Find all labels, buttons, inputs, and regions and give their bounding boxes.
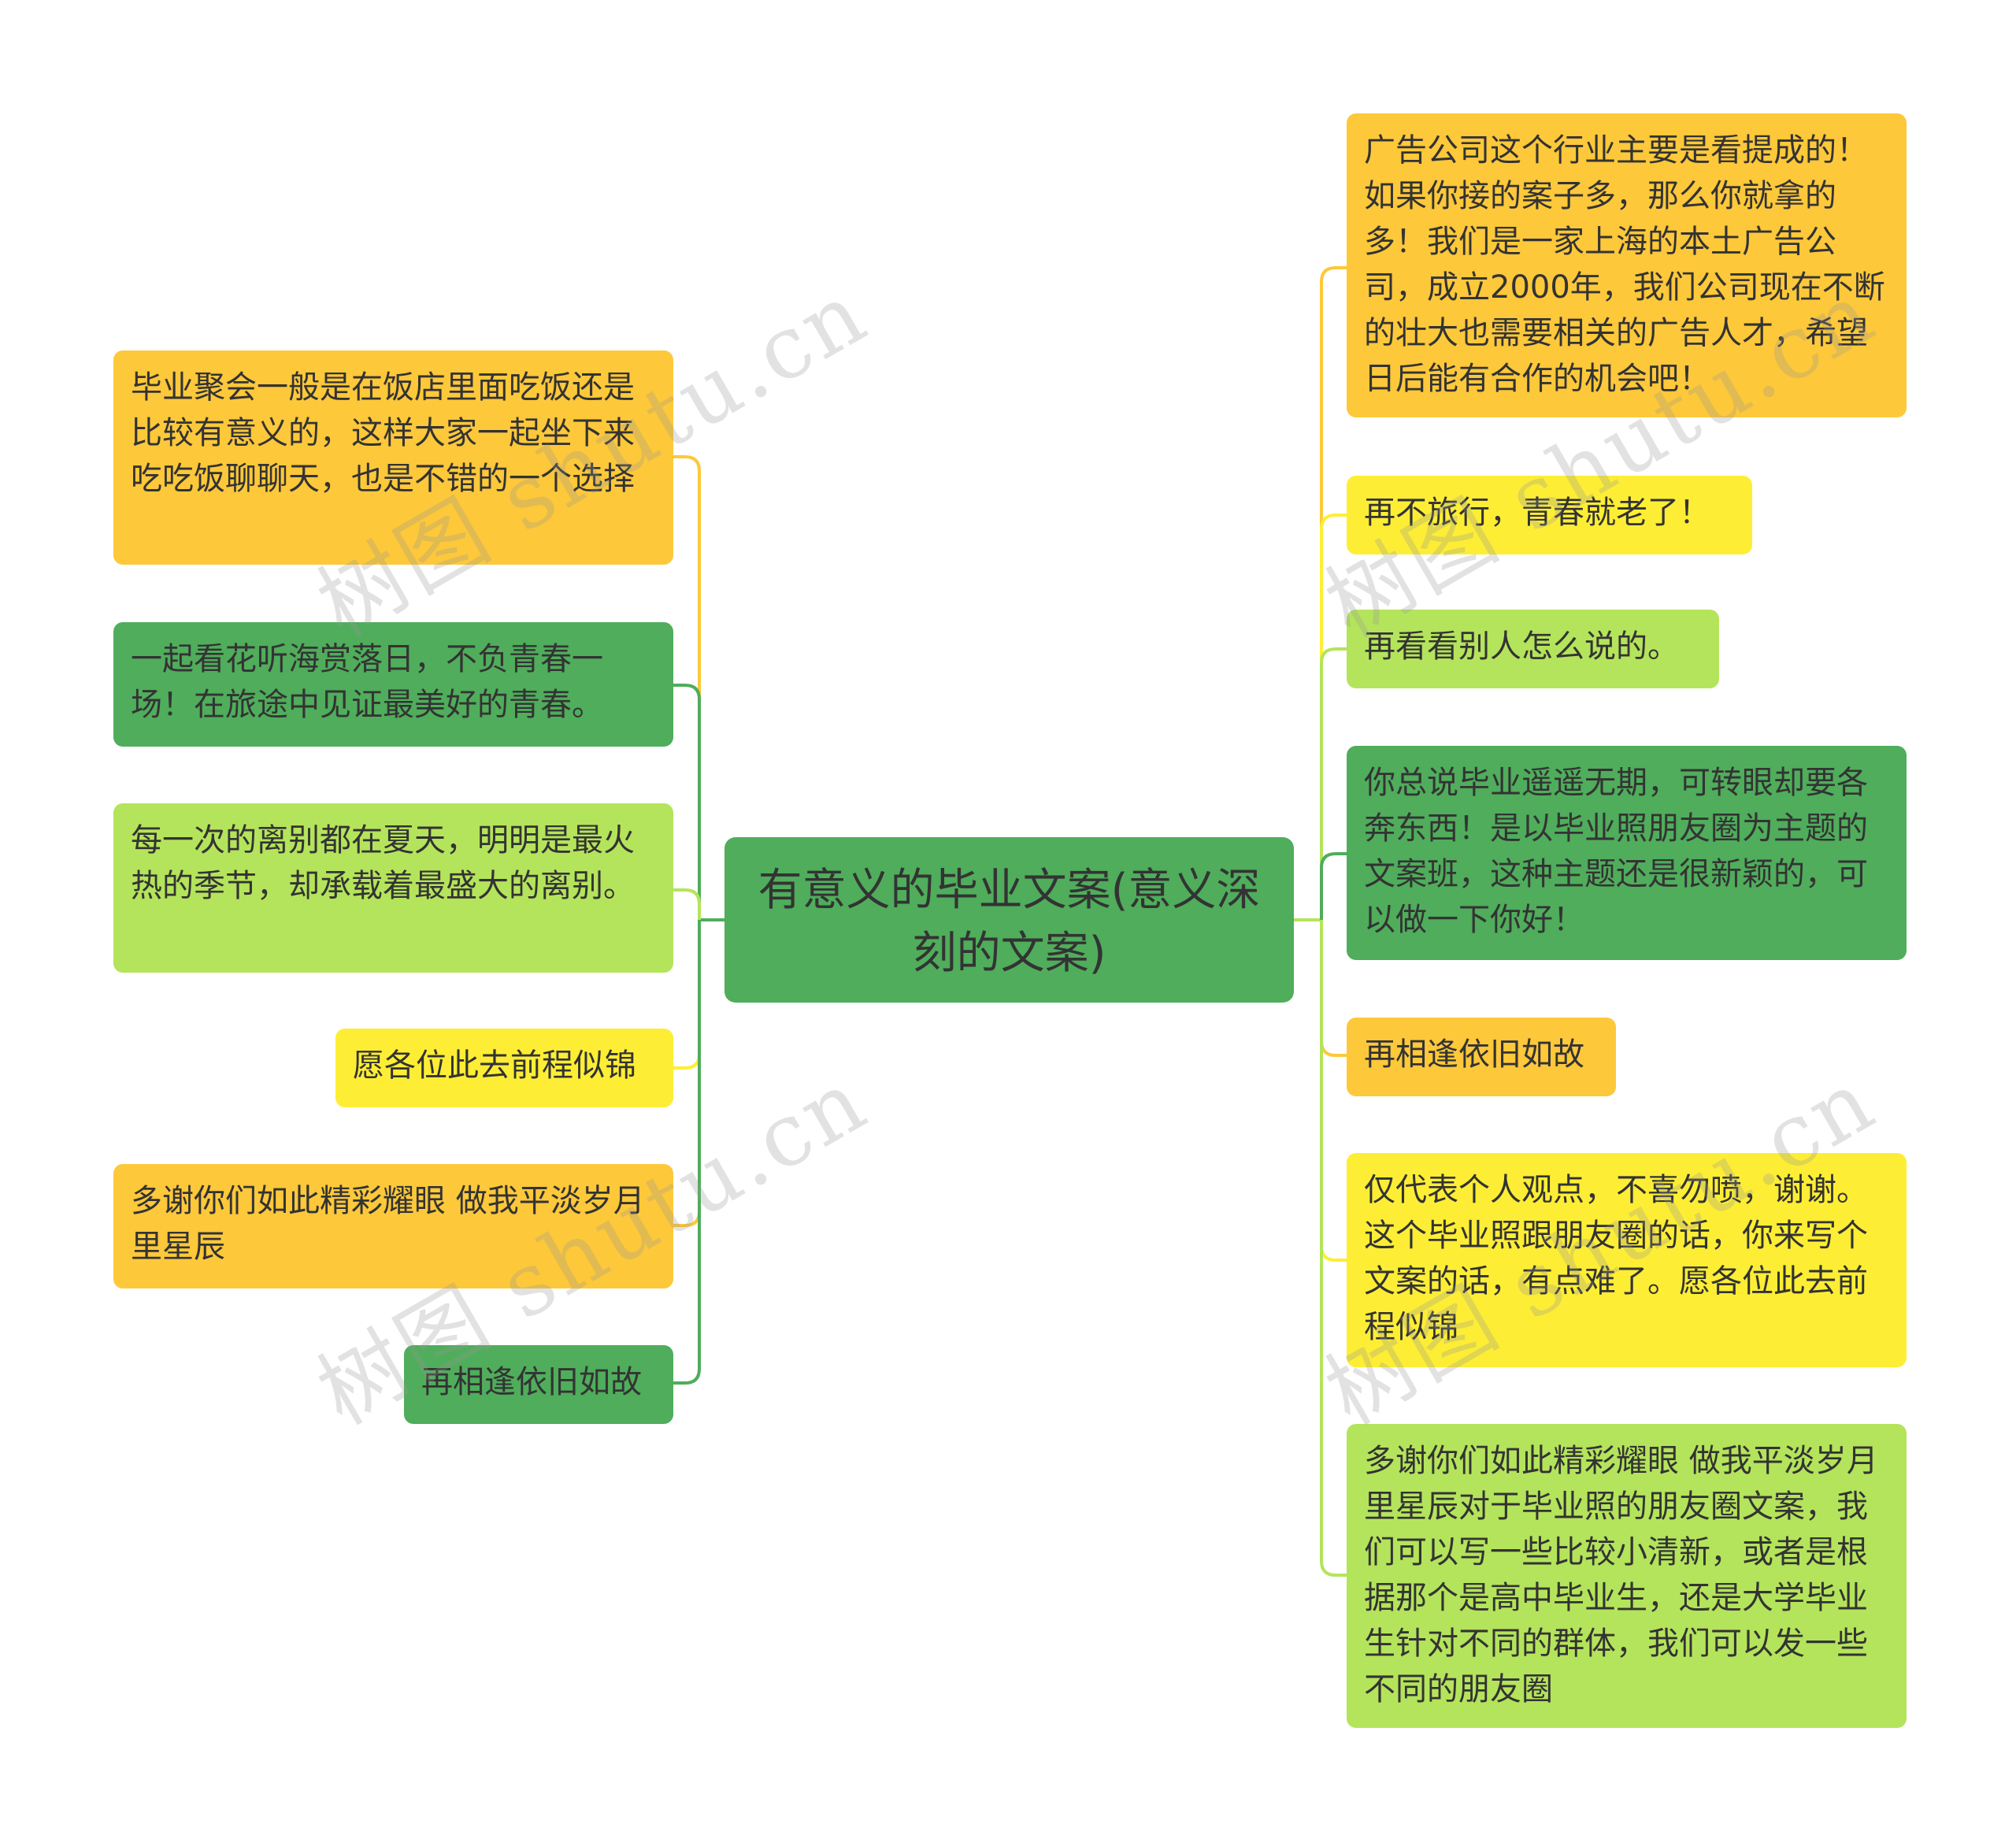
connector-left-4 bbox=[673, 920, 701, 1070]
connector-left-3 bbox=[673, 888, 701, 920]
left-node-2[interactable]: 一起看花听海赏落日，不负青春一场！在旅途中见证最美好的青春。 bbox=[113, 622, 673, 747]
connector-left-2 bbox=[673, 684, 701, 920]
right-node-6[interactable]: 仅代表个人观点，不喜勿喷，谢谢。这个毕业照跟朋友圈的话，你来写个文案的话，有点难… bbox=[1347, 1153, 1907, 1367]
connector-right-5 bbox=[1320, 920, 1347, 1057]
right-node-7[interactable]: 多谢你们如此精彩耀眼 做我平淡岁月里星辰对于毕业照的朋友圈文案，我们可以写一些比… bbox=[1347, 1424, 1907, 1728]
connector-right-2 bbox=[1320, 514, 1347, 920]
left-node-3[interactable]: 每一次的离别都在夏天，明明是最火热的季节，却承载着最盛大的离别。 bbox=[113, 803, 673, 973]
right-node-1[interactable]: 广告公司这个行业主要是看提成的！如果你接的案子多，那么你就拿的多！我们是一家上海… bbox=[1347, 113, 1907, 417]
connector-left-1 bbox=[673, 455, 701, 920]
left-node-5[interactable]: 多谢你们如此精彩耀眼 做我平淡岁月里星辰 bbox=[113, 1164, 673, 1288]
connector-right-6 bbox=[1320, 920, 1347, 1262]
connector-left-6 bbox=[673, 920, 701, 1385]
right-node-3[interactable]: 再看看别人怎么说的。 bbox=[1347, 610, 1719, 688]
connector-right-3 bbox=[1320, 647, 1347, 920]
connector-right-1 bbox=[1320, 266, 1347, 920]
left-node-4[interactable]: 愿各位此去前程似锦 bbox=[335, 1029, 673, 1107]
right-node-4[interactable]: 你总说毕业遥遥无期，可转眼却要各奔东西！是以毕业照朋友圈为主题的文案班，这种主题… bbox=[1347, 746, 1907, 960]
central-topic[interactable]: 有意义的毕业文案(意义深刻的文案) bbox=[724, 837, 1294, 1003]
connector-left-5 bbox=[673, 920, 701, 1227]
connector-right-7 bbox=[1320, 920, 1347, 1577]
right-node-2[interactable]: 再不旅行，青春就老了！ bbox=[1347, 476, 1752, 554]
left-node-6[interactable]: 再相逢依旧如故 bbox=[404, 1345, 673, 1424]
left-node-1[interactable]: 毕业聚会一般是在饭店里面吃饭还是比较有意义的，这样大家一起坐下来吃吃饭聊聊天，也… bbox=[113, 350, 673, 565]
connector-right-4 bbox=[1320, 852, 1347, 920]
right-node-5[interactable]: 再相逢依旧如故 bbox=[1347, 1018, 1616, 1096]
